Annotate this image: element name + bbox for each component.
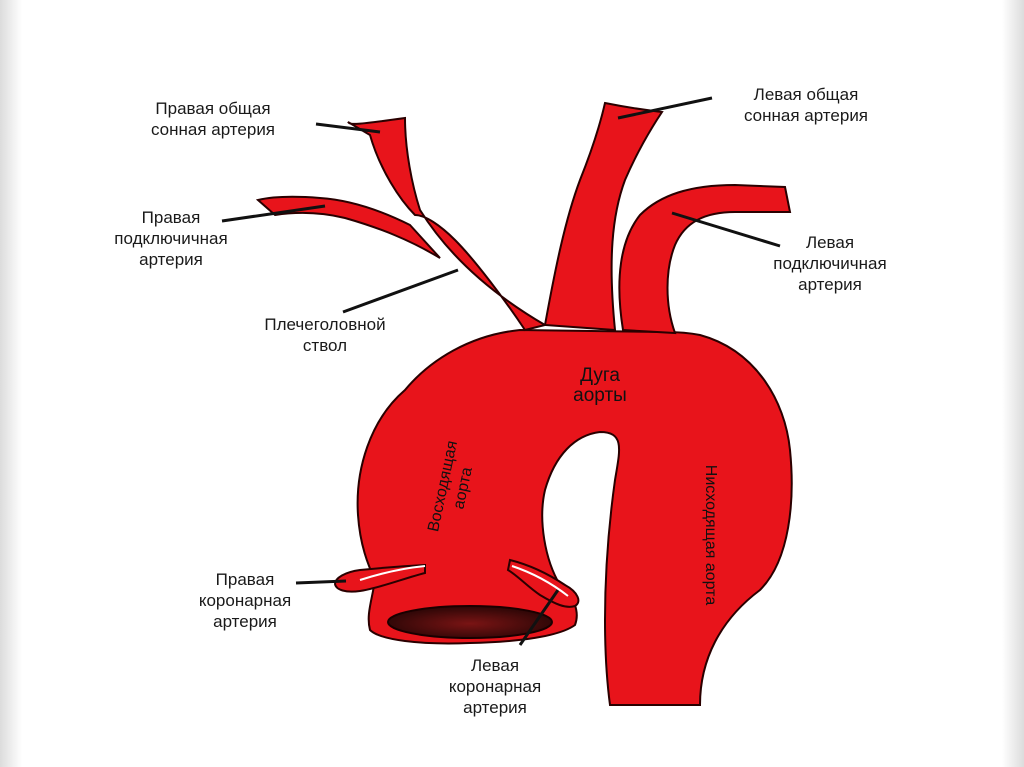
leader-brachiocephalic [342, 268, 459, 314]
leader-right-coronary [295, 579, 347, 585]
label-right-subclavian: Правая подключичная артерия [114, 208, 228, 269]
label-left-coronary: Левая коронарная артерия [448, 656, 542, 717]
leader-left-subclavian [671, 211, 781, 248]
descending-aorta-label: Нисходящая аорта [702, 465, 719, 606]
right-coronary-shape [333, 563, 426, 593]
brachiocephalic-trunk-shape [347, 116, 548, 332]
aortic-root-lumen [387, 605, 553, 639]
slide-edge-right [1002, 0, 1024, 767]
leader-lines [221, 96, 781, 646]
leader-right-coronary-curve [359, 565, 426, 581]
label-brachiocephalic-trunk: Плечеголовной ствол [264, 315, 386, 355]
label-right-coronary: Правая коронарная артерия [198, 570, 292, 631]
slide-edge-left [0, 0, 22, 767]
label-left-common-carotid: Левая общая сонная артерия [743, 85, 869, 125]
label-left-subclavian: Левая подключичная артерия [773, 233, 887, 294]
leader-right-common-carotid [315, 122, 381, 134]
right-subclavian-shape [255, 195, 441, 259]
leader-right-subclavian [221, 204, 326, 223]
leader-left-coronary-curve [511, 565, 569, 597]
left-common-carotid-shape [543, 101, 664, 332]
label-aortic-arch: Дуга аорты [573, 365, 627, 406]
leader-left-common-carotid [617, 96, 713, 120]
label-right-common-carotid: Правая общая сонная артерия [150, 99, 276, 139]
left-subclavian-shape [618, 183, 792, 335]
leader-left-coronary [518, 589, 560, 646]
